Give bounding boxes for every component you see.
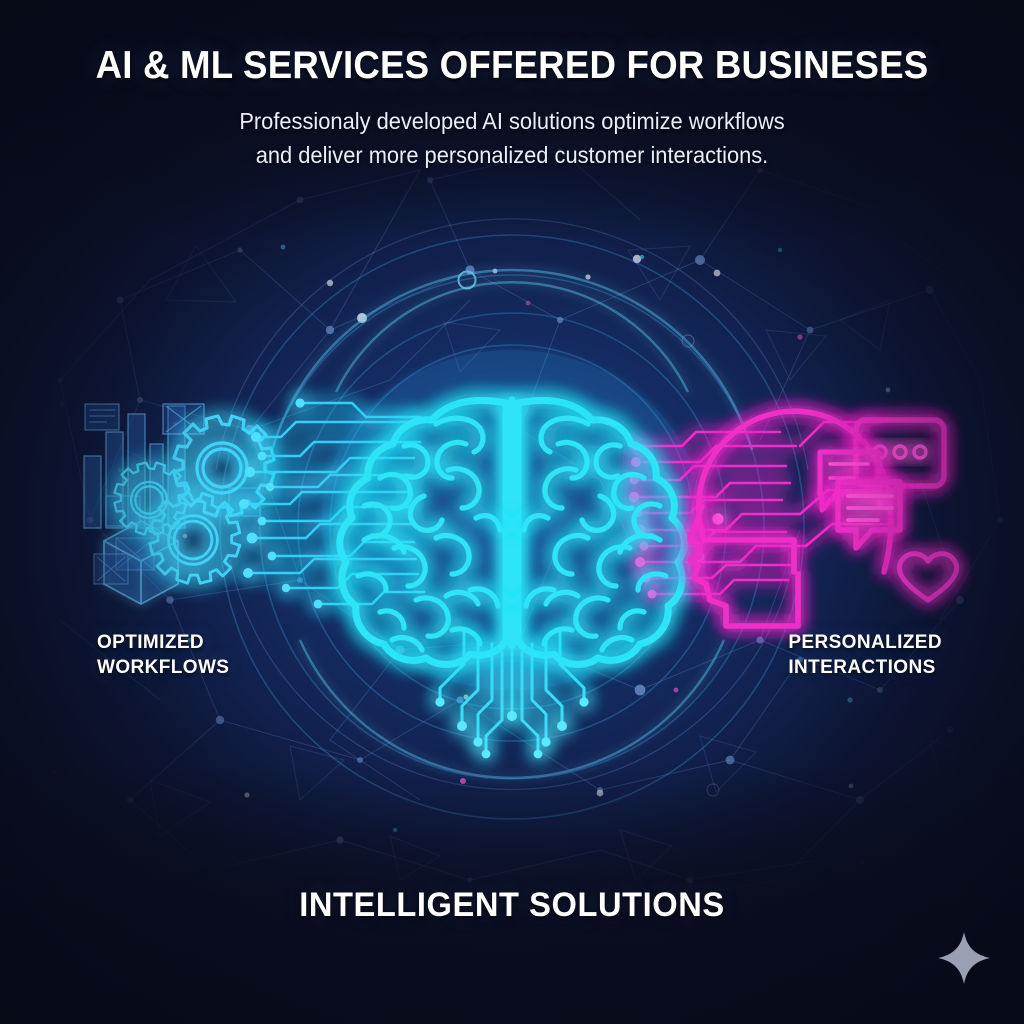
subtitle: Professionaly developed AI solutions opt… [26,104,999,172]
subtitle-line-1: Professionaly developed AI solutions opt… [239,108,785,134]
chat-bubble-icon [853,417,947,509]
heart-icon [896,551,960,603]
bottom-heading: INTELLIGENT SOLUTIONS [299,886,725,924]
label-optimized-workflows: OPTIMIZED WORKFLOWS [97,630,229,680]
label-left-line-1: OPTIMIZED [97,632,205,653]
label-right-line-2: INTERACTIONS [788,657,936,678]
label-right-line-1: PERSONALIZED [788,632,942,653]
label-personalized-interactions: PERSONALIZED INTERACTIONS [788,630,942,680]
subtitle-line-2: and deliver more personalized customer i… [255,142,769,168]
chat-bubble-small-icon [817,449,881,513]
label-left-line-2: WORKFLOWS [97,657,230,678]
sparkle-icon [938,932,990,984]
page-title: AI & ML SERVICES OFFERED FOR BUSINESES [95,44,929,87]
